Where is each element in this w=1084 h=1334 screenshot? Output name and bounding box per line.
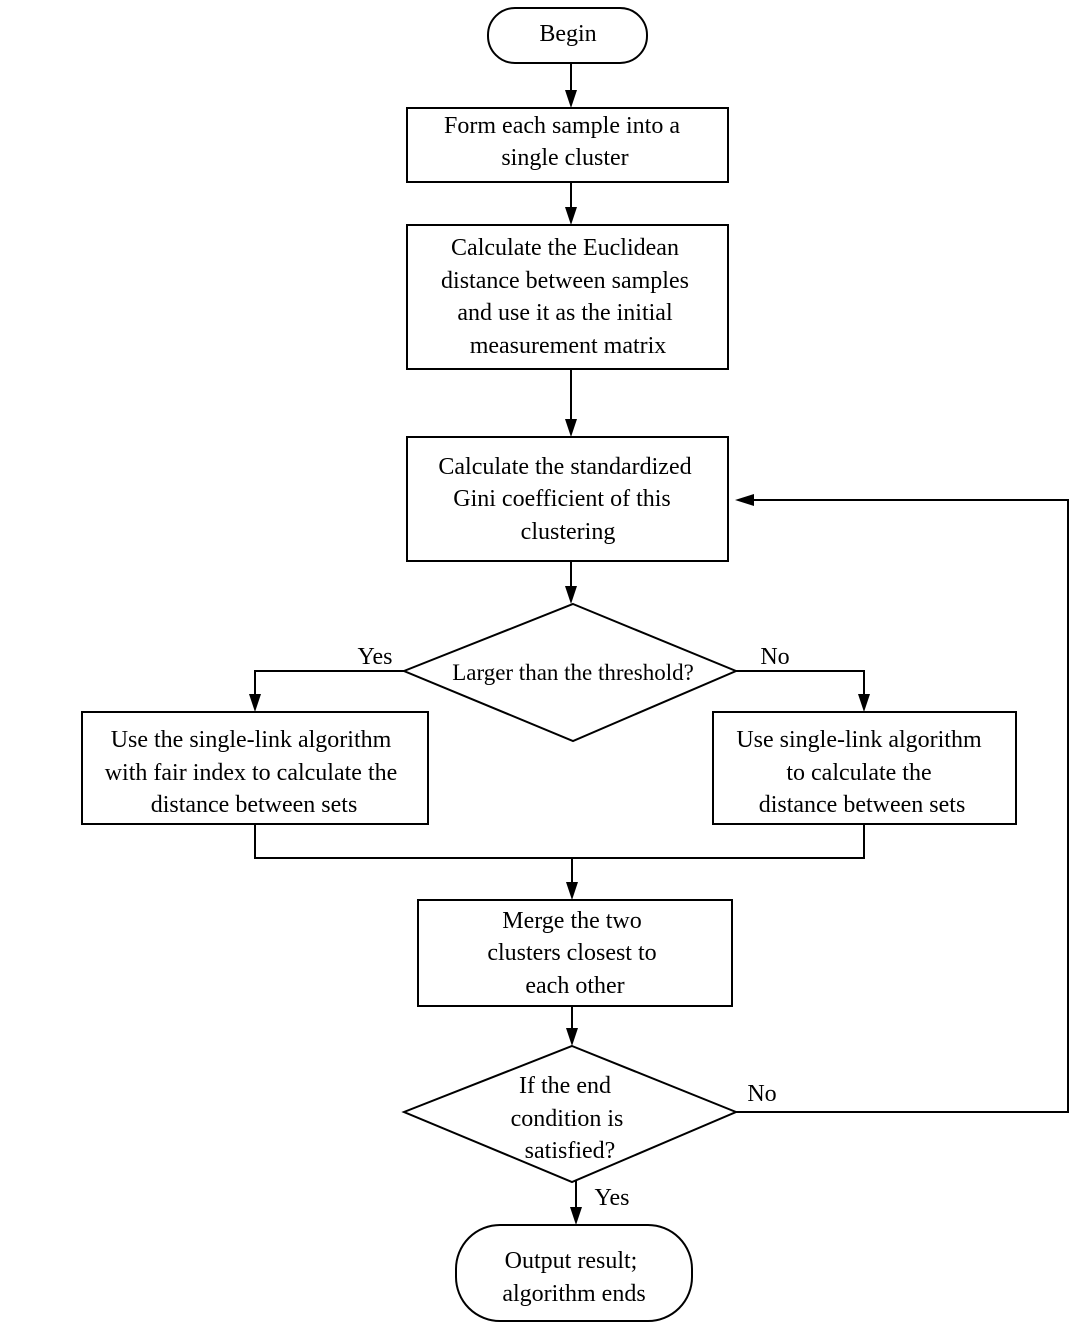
threshold-label: Larger than the threshold? — [452, 660, 694, 685]
begin-label: Begin — [539, 21, 596, 47]
arrow-threshold-yes — [249, 694, 261, 712]
node-form-clusters: Form each sample into a single cluster — [406, 107, 729, 183]
gini-label: Calculate the standardized Gini coeffici… — [438, 454, 697, 545]
edge-join-branches — [254, 824, 865, 859]
begin-terminator — [487, 7, 648, 64]
node-threshold: Larger than the threshold? — [401, 602, 739, 743]
threshold-decision — [401, 602, 739, 743]
end-no-label: No — [747, 1081, 776, 1107]
arrow-threshold-no — [858, 694, 870, 712]
single-link-box — [712, 711, 1017, 825]
fair-link-box — [81, 711, 429, 825]
edge-end-no-loop — [736, 499, 1069, 1113]
end-condition-decision — [401, 1044, 739, 1184]
end-yes-label: Yes — [595, 1185, 630, 1211]
fair-link-label: Use the single-link algorithm with fair … — [105, 727, 404, 818]
edge-threshold-no — [736, 670, 865, 697]
gini-box — [406, 436, 729, 562]
node-output: Output result; algorithm ends — [455, 1224, 693, 1322]
node-single-link: Use single-link algorithm to calculate t… — [712, 711, 1017, 825]
form-clusters-box — [406, 107, 729, 183]
arrow-gini-to-threshold — [565, 586, 577, 604]
arrow-end-yes — [570, 1207, 582, 1225]
arrow-form-to-euclidean — [565, 207, 577, 225]
merge-box — [417, 899, 733, 1007]
node-begin: Begin — [487, 7, 648, 64]
threshold-yes-label: Yes — [358, 644, 393, 670]
node-gini: Calculate the standardized Gini coeffici… — [406, 436, 729, 562]
node-euclidean: Calculate the Euclidean distance between… — [406, 224, 729, 370]
edges — [249, 63, 1069, 1225]
arrow-euclidean-to-gini — [565, 419, 577, 437]
node-merge: Merge the two clusters closest to each o… — [417, 899, 733, 1007]
node-fair-link: Use the single-link algorithm with fair … — [81, 711, 429, 825]
output-label: Output result; algorithm ends — [502, 1248, 645, 1307]
end-condition-label: If the end condition is satisfied? — [511, 1073, 630, 1164]
arrow-merge-to-end — [566, 1028, 578, 1046]
single-link-label: Use single-link algorithm to calculate t… — [736, 727, 987, 818]
threshold-no-label: No — [760, 644, 789, 670]
euclidean-label: Calculate the Euclidean distance between… — [441, 235, 695, 359]
form-clusters-label: Form each sample into a single cluster — [444, 113, 686, 171]
edge-threshold-yes — [254, 670, 404, 697]
arrow-begin-to-form — [565, 90, 577, 108]
merge-label: Merge the two clusters closest to each o… — [487, 908, 662, 999]
euclidean-box — [406, 224, 729, 370]
arrow-join-to-merge — [566, 882, 578, 900]
node-end-condition: If the end condition is satisfied? — [401, 1044, 739, 1184]
arrow-end-no-loop — [735, 494, 754, 506]
output-terminator — [455, 1224, 693, 1322]
